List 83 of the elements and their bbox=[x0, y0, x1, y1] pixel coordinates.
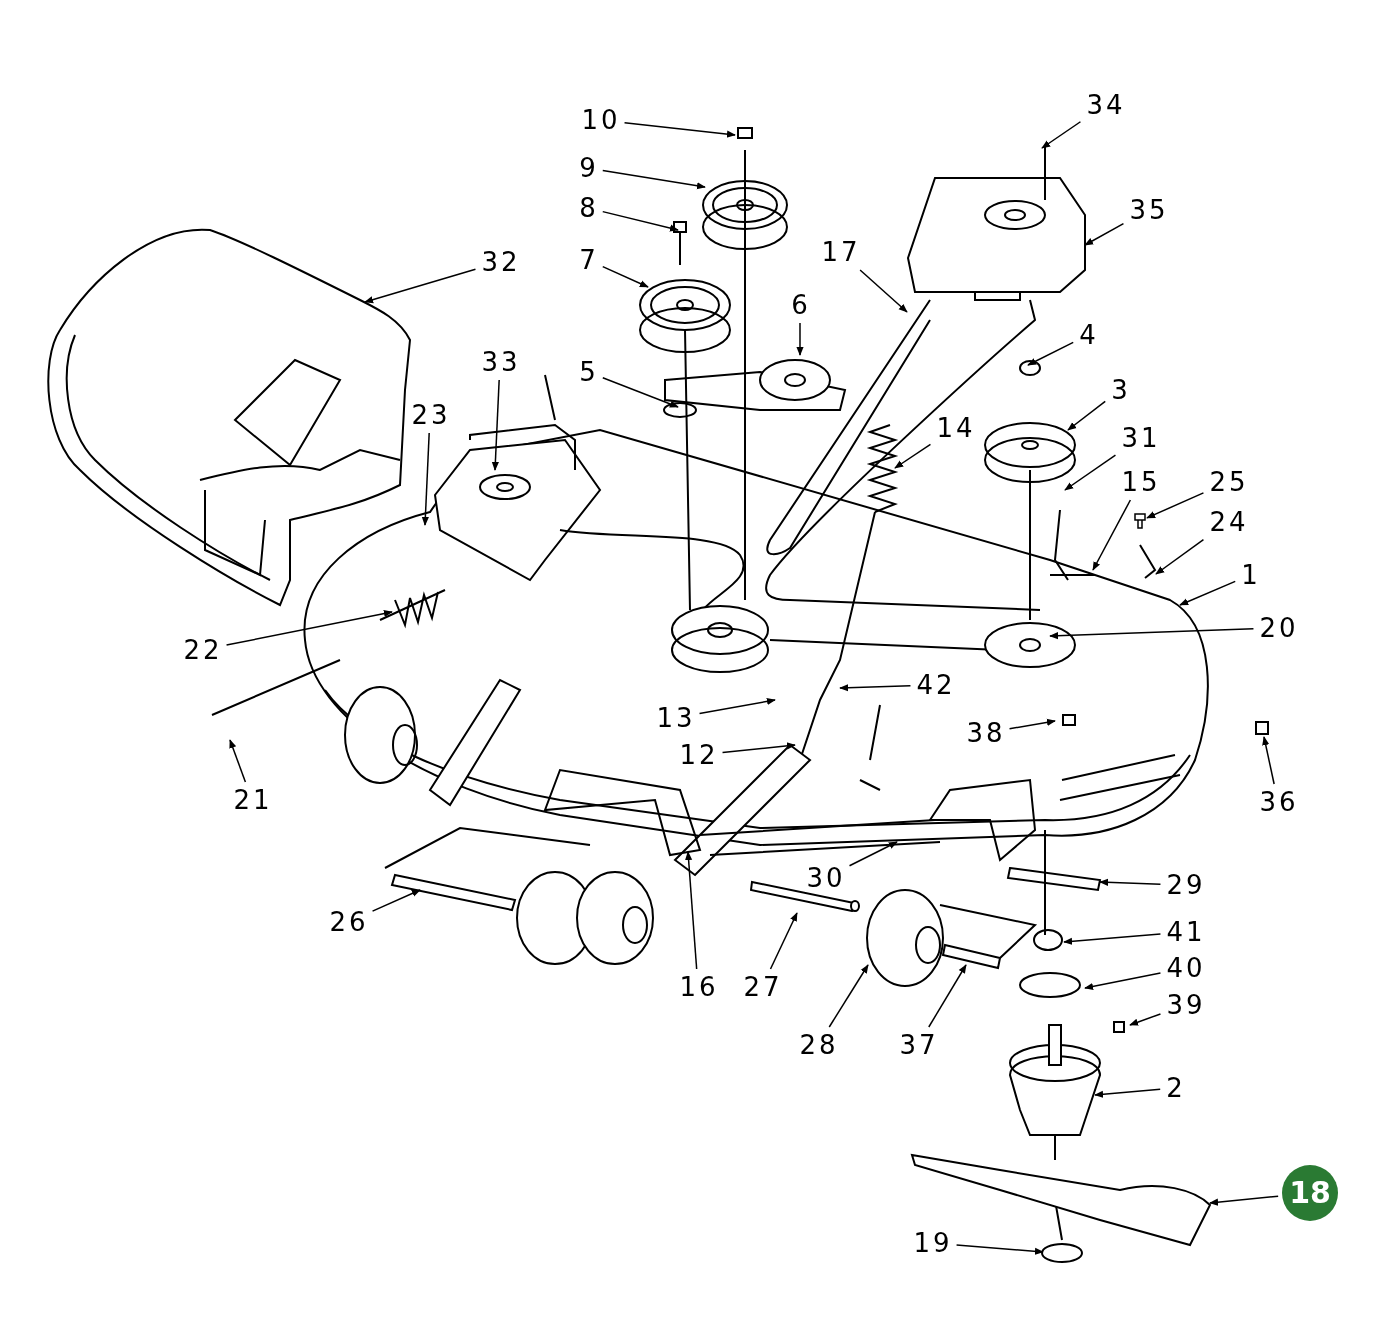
leader-line bbox=[1041, 121, 1082, 149]
callout-number: 36 bbox=[1257, 788, 1299, 816]
leader-line bbox=[698, 697, 776, 715]
leader-line bbox=[685, 851, 698, 970]
callout-number: 7 bbox=[577, 246, 599, 274]
callout-number: 24 bbox=[1207, 508, 1249, 536]
callout-number: 8 bbox=[577, 194, 599, 222]
callout-number: 26 bbox=[327, 908, 369, 936]
leader-line bbox=[1179, 580, 1236, 606]
leader-line bbox=[1129, 1013, 1162, 1026]
callout-number: 39 bbox=[1164, 991, 1206, 1019]
leader-line bbox=[848, 841, 898, 867]
callout-number: 16 bbox=[677, 973, 719, 1001]
callout-number: 4 bbox=[1077, 321, 1099, 349]
callout-number: 21 bbox=[231, 786, 273, 814]
leader-line bbox=[1092, 499, 1132, 571]
callout-number: 32 bbox=[479, 248, 521, 276]
leader-line bbox=[955, 1244, 1044, 1255]
leader-line bbox=[1099, 878, 1162, 886]
leader-line bbox=[623, 122, 736, 138]
callout-number: 23 bbox=[409, 401, 451, 429]
callout-number: 12 bbox=[677, 741, 719, 769]
leader-line bbox=[1067, 400, 1106, 431]
leader-line bbox=[1094, 1088, 1161, 1098]
leader-line bbox=[839, 684, 912, 692]
callout-number: 31 bbox=[1119, 424, 1161, 452]
leader-line bbox=[602, 169, 706, 190]
callout-number: 5 bbox=[577, 358, 599, 386]
callout-number: 3 bbox=[1109, 376, 1131, 404]
callout-number: 40 bbox=[1164, 954, 1206, 982]
callout-number: 15 bbox=[1119, 468, 1161, 496]
callout-number: 14 bbox=[934, 414, 976, 442]
leader-line bbox=[1209, 1195, 1279, 1206]
leader-line bbox=[421, 432, 430, 526]
leader-line bbox=[225, 610, 393, 646]
callout-number: 29 bbox=[1164, 871, 1206, 899]
bolt-drawing bbox=[1134, 513, 1146, 529]
leader-line bbox=[602, 265, 649, 288]
leader-line bbox=[859, 269, 908, 313]
leader-line bbox=[491, 379, 500, 471]
leader-line bbox=[721, 742, 796, 754]
leader-line bbox=[371, 889, 421, 912]
callout-number: 35 bbox=[1127, 196, 1169, 224]
leader-line bbox=[894, 443, 932, 469]
leader-line bbox=[1008, 718, 1056, 730]
callout-number: 6 bbox=[789, 291, 811, 319]
leader-line bbox=[364, 268, 477, 304]
leader-line bbox=[1027, 341, 1074, 366]
leader-line bbox=[1155, 539, 1205, 575]
leader-line bbox=[229, 739, 247, 783]
callout-number: 38 bbox=[964, 719, 1006, 747]
callout-number: 37 bbox=[897, 1031, 939, 1059]
callout-number: 19 bbox=[911, 1229, 953, 1257]
callout-number: 30 bbox=[804, 864, 846, 892]
callout-number: 28 bbox=[797, 1031, 839, 1059]
callout-badge: 18 bbox=[1282, 1165, 1338, 1221]
leader-line bbox=[828, 964, 869, 1028]
leader-line bbox=[1063, 933, 1162, 945]
leader-line bbox=[1049, 628, 1255, 640]
callout-number: 22 bbox=[181, 636, 223, 664]
callout-number: 9 bbox=[577, 154, 599, 182]
callout-number: 13 bbox=[654, 704, 696, 732]
leader-line bbox=[1064, 454, 1117, 491]
callout-number: 42 bbox=[914, 671, 956, 699]
callout-number: 10 bbox=[579, 106, 621, 134]
leader-line bbox=[1262, 736, 1275, 785]
leader-line bbox=[1084, 222, 1125, 246]
leader-line bbox=[796, 322, 804, 356]
leader-line bbox=[602, 377, 679, 408]
callout-number: 20 bbox=[1257, 614, 1299, 642]
leader-line bbox=[602, 210, 679, 232]
leader-line bbox=[1146, 492, 1205, 519]
callout-number: 1 bbox=[1239, 561, 1261, 589]
leader-line bbox=[769, 912, 798, 970]
leader-line bbox=[928, 964, 967, 1028]
callout-number: 34 bbox=[1084, 91, 1126, 119]
callout-number: 17 bbox=[819, 238, 861, 266]
callout-number: 25 bbox=[1207, 468, 1249, 496]
callout-number: 33 bbox=[479, 348, 521, 376]
callout-number: 27 bbox=[741, 973, 783, 1001]
callout-number: 41 bbox=[1164, 918, 1206, 946]
leader-line bbox=[1084, 972, 1162, 990]
callout-number: 2 bbox=[1164, 1074, 1186, 1102]
